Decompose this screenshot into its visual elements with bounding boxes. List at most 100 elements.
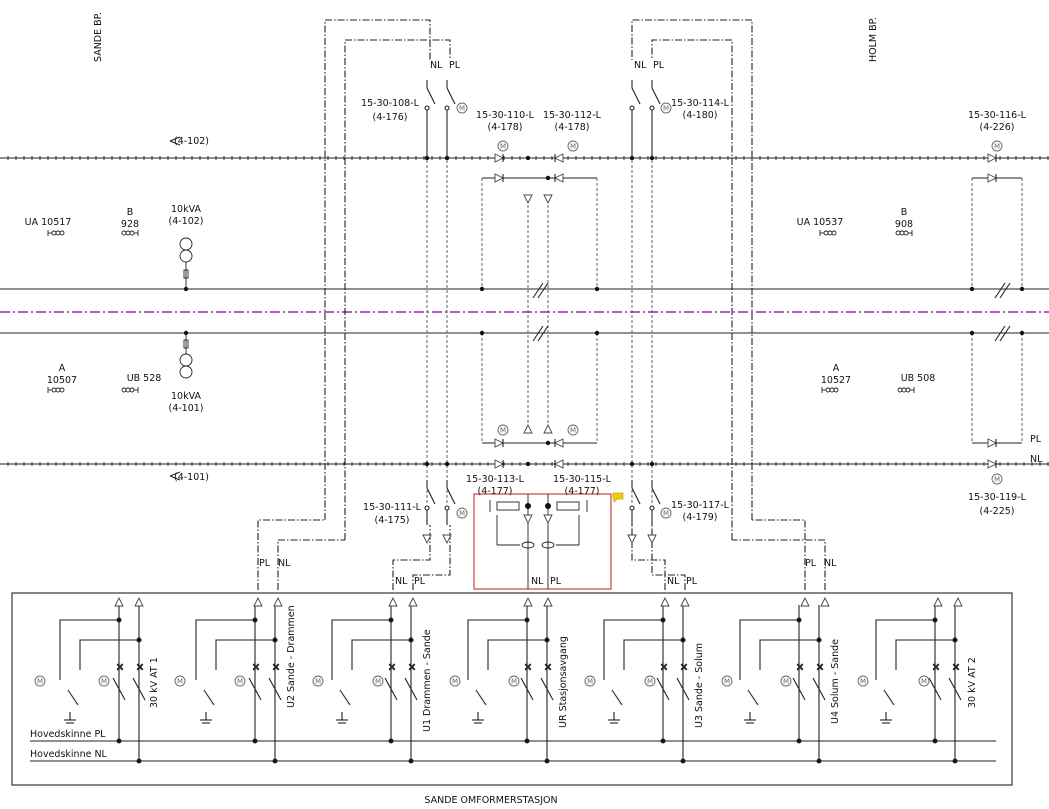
busbar-nl-label: Hovedskinne NL (30, 749, 108, 760)
line-switch-7[interactable] (553, 438, 564, 448)
node-b928-num: 928 (121, 219, 139, 230)
svg-text:M: M (587, 678, 593, 686)
route-u2-pl (257, 519, 325, 590)
line-switch-5[interactable] (987, 173, 998, 183)
arrow-icon (543, 194, 553, 205)
motor-icon: M (234, 675, 246, 687)
bay-label-u2: U2 Sande - Drammen (286, 605, 297, 708)
comment-icon[interactable] (612, 492, 624, 503)
line-switch-0[interactable] (494, 153, 505, 163)
disconnector-117-nl[interactable] (629, 480, 641, 525)
arrow-icon (543, 514, 553, 525)
svg-text:M: M (177, 678, 183, 686)
svg-text:×: × (524, 662, 532, 673)
line-switch-1[interactable] (553, 153, 564, 163)
node-ub528: UB 528 (127, 373, 162, 384)
arrow-icon (388, 596, 398, 607)
arrow-icon (134, 596, 144, 607)
bay-label-at1: 30 kV AT 1 (149, 657, 160, 708)
motor-icon: M (644, 675, 656, 687)
motor-icon: M (98, 675, 110, 687)
svg-text:×: × (116, 662, 124, 673)
route-u3-pl (651, 525, 686, 590)
motor-icon: M (449, 675, 461, 687)
motor-icon: M (567, 140, 579, 152)
switch-119-id: 15-30-119-L (968, 492, 1027, 503)
arrow-icon (543, 596, 553, 607)
disconnector-111-nl[interactable] (444, 480, 456, 525)
ref-top-left: (4-102) (174, 136, 209, 147)
motor-icon: M (660, 507, 672, 519)
bay-label-at2: 30 kV AT 2 (967, 657, 978, 708)
node-symbol-b908 (895, 230, 913, 236)
svg-text:M: M (994, 476, 1000, 484)
bay-label-u1: U1 Drammen - Sande (422, 629, 433, 732)
nl-marker-15: NL (1030, 454, 1043, 465)
node-b908-num: 908 (895, 219, 913, 230)
arrow-icon (114, 596, 124, 607)
svg-text:M: M (783, 678, 789, 686)
line-switch-10[interactable] (987, 438, 998, 448)
arrow-icon (627, 534, 637, 545)
bay-3: ×× (467, 605, 554, 764)
line-switch-6[interactable] (494, 438, 505, 448)
svg-text:M: M (459, 510, 465, 518)
disconnector-117-pl[interactable] (649, 480, 661, 525)
svg-text:M: M (459, 105, 465, 113)
pl-marker-7: PL (414, 576, 426, 587)
motor-icon: M (497, 424, 509, 436)
switch-108-id: 15-30-108-L (361, 98, 420, 109)
line-switch-11[interactable] (987, 459, 998, 469)
node-symbol-a10507 (47, 387, 65, 393)
disconnector-114-pl[interactable] (649, 80, 661, 158)
arrow-icon (273, 596, 283, 607)
switch-116-id: 15-30-116-L (968, 110, 1027, 121)
arrow-icon (647, 534, 657, 545)
motor-icon: M (508, 675, 520, 687)
svg-text:×: × (660, 662, 668, 673)
station-frame (11, 592, 1013, 786)
svg-text:M: M (921, 678, 927, 686)
switch-116-ref: (4-226) (979, 122, 1014, 133)
bay-1: ×× (195, 605, 282, 764)
pl-marker-1: PL (449, 60, 461, 71)
route-nl-108 (344, 39, 451, 540)
line-switch-8[interactable] (494, 459, 505, 469)
bay-6: ×× (875, 605, 962, 764)
switch-115-ref: (4-177) (564, 486, 599, 497)
node-a10527-letter: A (833, 363, 840, 374)
node-ub508: UB 508 (901, 373, 936, 384)
svg-text:×: × (252, 662, 260, 673)
svg-text:×: × (408, 662, 416, 673)
transformer-bottom-icon (179, 333, 193, 379)
section-label-right: HOLM BP. (868, 17, 879, 62)
line-switch-2[interactable] (494, 173, 505, 183)
disconnector-108-nl[interactable] (444, 80, 456, 158)
line-switch-9[interactable] (553, 459, 564, 469)
svg-text:M: M (452, 678, 458, 686)
node-symbol-b928 (121, 230, 139, 236)
line-switch-3[interactable] (553, 173, 564, 183)
disconnector-111-pl[interactable] (424, 480, 436, 525)
svg-text:M: M (237, 678, 243, 686)
nl-marker-0: NL (430, 60, 443, 71)
disconnector-114-nl[interactable] (629, 80, 641, 158)
svg-text:M: M (37, 678, 43, 686)
ref-bottom-left: (4-101) (174, 472, 209, 483)
svg-text:M: M (511, 678, 517, 686)
switch-112-ref: (4-178) (554, 122, 589, 133)
selected-region-box[interactable] (473, 493, 612, 590)
arrow-icon (953, 596, 963, 607)
svg-text:×: × (796, 662, 804, 673)
motor-icon: M (991, 140, 1003, 152)
bay-0: ×× (59, 605, 146, 764)
pl-marker-11: PL (686, 576, 698, 587)
disconnector-108-pl[interactable] (424, 80, 436, 158)
arrow-icon (800, 596, 810, 607)
line-switch-4[interactable] (987, 153, 998, 163)
svg-text:×: × (952, 662, 960, 673)
svg-text:×: × (680, 662, 688, 673)
transformer-top-rating: 10kVA (171, 204, 201, 215)
motor-icon: M (857, 675, 869, 687)
